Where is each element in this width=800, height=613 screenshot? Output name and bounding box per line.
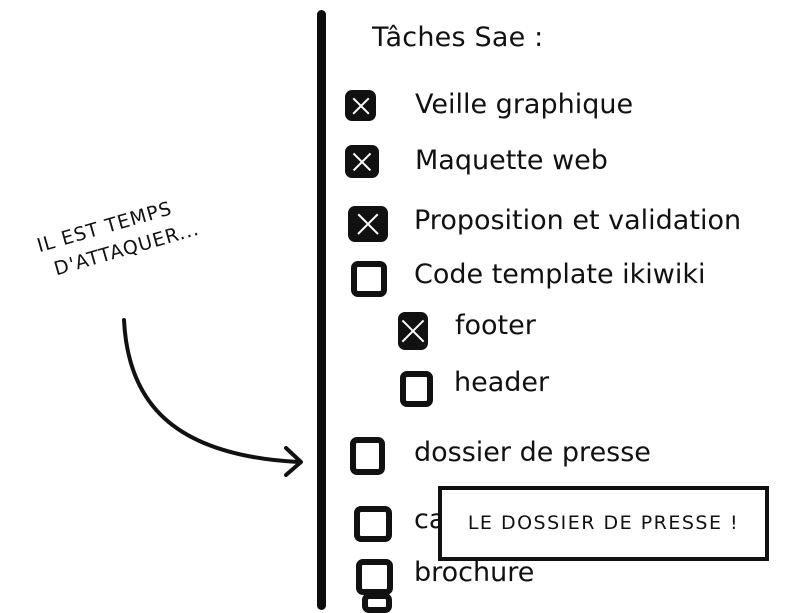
task-label: brochure <box>414 557 535 588</box>
empty-box-icon <box>354 506 392 542</box>
empty-box-icon <box>400 371 433 407</box>
page-title: Tâches Sae : <box>372 22 544 53</box>
curved-arrow-icon <box>122 318 303 477</box>
empty-box-icon <box>351 261 387 297</box>
checked-box-icon <box>348 206 388 242</box>
task-label: Code template ikiwiki <box>414 259 706 290</box>
comic-panel: Tâches Sae : Veille graphique Maquette w… <box>0 0 800 600</box>
task-label: Veille graphique <box>415 89 634 120</box>
task-label: header <box>454 367 550 398</box>
empty-box-icon <box>350 437 385 475</box>
empty-box-icon <box>356 559 393 595</box>
task-label: Proposition et validation <box>414 205 742 236</box>
callout-text: Le dossier de presse ! <box>467 512 740 534</box>
checked-box-icon <box>345 90 376 121</box>
task-label: Maquette web <box>415 145 608 176</box>
task-label: footer <box>455 310 536 341</box>
vertical-divider <box>317 10 326 610</box>
callout-box: Le dossier de presse ! <box>438 486 769 561</box>
checked-box-icon <box>345 145 379 178</box>
task-label: dossier de presse <box>414 437 651 468</box>
checked-box-icon <box>398 312 428 350</box>
